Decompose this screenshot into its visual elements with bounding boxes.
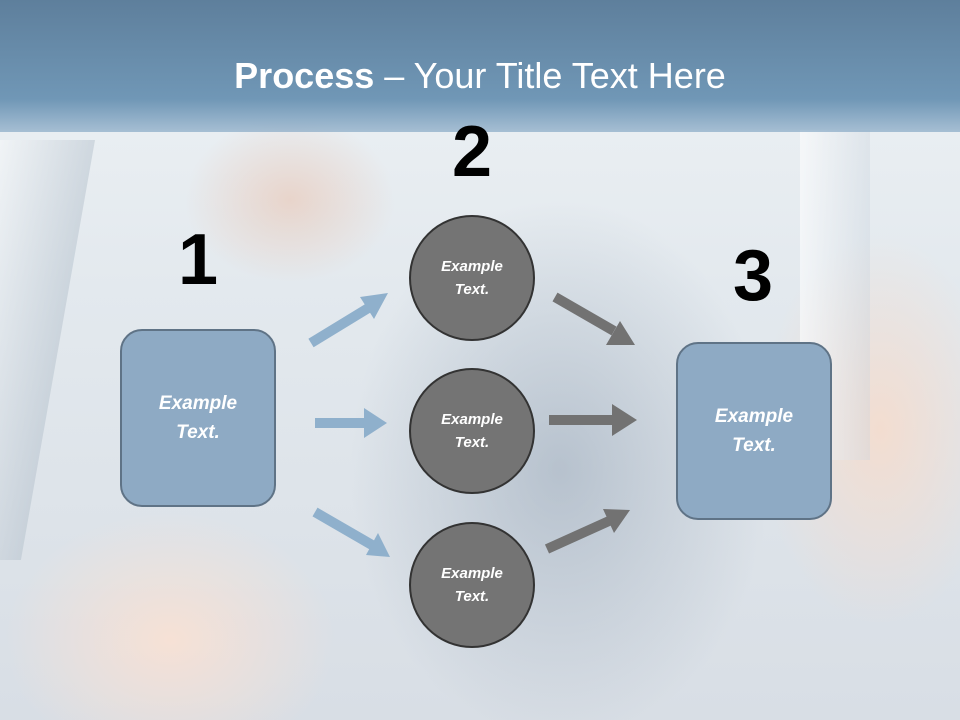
circle-bottom-text-line2: Text. <box>454 588 490 605</box>
circle-top-text-line2: Text. <box>454 281 490 298</box>
circle-middle-text-line1: Example <box>441 411 503 428</box>
step-3-box[interactable]: Example Text. <box>676 342 832 520</box>
step-number-2: 2 <box>451 112 493 192</box>
process-circle-top[interactable]: Example Text. <box>409 215 535 341</box>
title-bold-part: Process <box>234 55 375 96</box>
step-number-1: 1 <box>177 220 219 300</box>
circle-middle-text-line2: Text. <box>454 434 490 451</box>
step-3-text-line2: Text. <box>732 435 776 456</box>
process-circle-middle[interactable]: Example Text. <box>409 368 535 494</box>
circle-bottom-text-line1: Example <box>441 565 503 582</box>
step-1-text-line1: Example <box>158 393 238 414</box>
title-regular-part: – Your Title Text Here <box>374 55 726 96</box>
step-number-3: 3 <box>732 236 774 316</box>
step-3-text-line1: Example <box>714 406 794 427</box>
step-1-text-line2: Text. <box>176 422 220 443</box>
step-1-box[interactable]: Example Text. <box>120 329 276 507</box>
process-circle-bottom[interactable]: Example Text. <box>409 522 535 648</box>
slide-title[interactable]: Process – Your Title Text Here <box>0 54 960 98</box>
title-banner <box>0 0 960 132</box>
circle-top-text-line1: Example <box>441 258 503 275</box>
